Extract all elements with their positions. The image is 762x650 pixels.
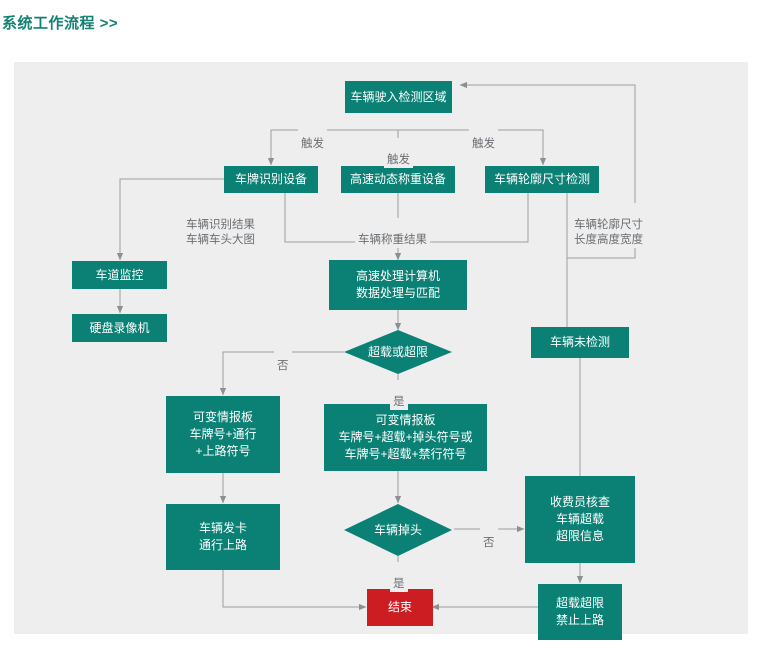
node-label: 超载或超限	[367, 345, 428, 359]
node-end[interactable]: 结束	[367, 589, 433, 626]
page-title: 系统工作流程 >>	[2, 15, 119, 32]
edge-label-uturn-yes: 是	[390, 562, 408, 592]
diamond-shape	[344, 330, 452, 374]
node-label: 高速动态称重设备	[349, 172, 446, 186]
node-label: 车辆未检测	[549, 335, 610, 349]
node-label: 硬盘录像机	[89, 320, 150, 335]
edge-label-weigh-result: 车辆称重结果	[355, 218, 430, 248]
node-outline-dimension[interactable]: 车辆轮廓尺寸检测	[485, 166, 599, 193]
diamond-shape	[344, 504, 452, 556]
node-label: 可变情报板 车牌号+通行 +上路符号	[189, 410, 257, 458]
node-label: 车辆驶入检测区域	[350, 89, 447, 104]
node-plate-recognition[interactable]: 车牌识别设备	[224, 166, 318, 193]
edge-label-plate-result: 车辆识别结果 车辆车头大图	[183, 203, 258, 248]
node-issue-card[interactable]: 车辆发卡 通行上路	[166, 504, 280, 570]
node-label: 结束	[387, 600, 412, 614]
node-label: 可变情报板 车牌号+超载+掉头符号或 车牌号+超载+禁行符号	[338, 413, 473, 461]
edge-label-trigger-left: 触发	[298, 122, 327, 152]
node-uturn-decision[interactable]: 车辆掉头	[344, 504, 452, 556]
node-label: 高速处理计算机 数据处理与匹配	[355, 269, 440, 300]
node-start[interactable]: 车辆驶入检测区域	[345, 81, 452, 113]
node-toll-check[interactable]: 收费员核查 车辆超载 超限信息	[525, 476, 635, 563]
edge-label-outline-result: 车辆轮廓尺寸 长度高度宽度	[571, 203, 646, 248]
node-label: 车辆掉头	[373, 523, 422, 537]
edge-label-trigger-mid: 触发	[384, 138, 413, 168]
node-label: 车道监控	[95, 267, 144, 282]
node-board-overload[interactable]: 可变情报板 车牌号+超载+掉头符号或 车牌号+超载+禁行符号	[324, 404, 487, 471]
node-lane-monitor[interactable]: 车道监控	[72, 261, 167, 289]
node-board-pass[interactable]: 可变情报板 车牌号+通行 +上路符号	[166, 396, 280, 473]
node-label: 超载超限 禁止上路	[555, 596, 604, 627]
node-label: 车辆发卡 通行上路	[198, 521, 247, 552]
node-forbidden[interactable]: 超载超限 禁止上路	[538, 584, 622, 640]
node-dvr[interactable]: 硬盘录像机	[72, 314, 167, 342]
edge-label-trigger-right: 触发	[469, 122, 498, 152]
node-processing-computer[interactable]: 高速处理计算机 数据处理与匹配	[329, 260, 467, 310]
node-vehicle-not-detected[interactable]: 车辆未检测	[531, 327, 629, 358]
flowchart-canvas: left -> board pass --> down -> board ove…	[14, 62, 748, 640]
node-label: 车牌识别设备	[234, 172, 307, 186]
edge-label-overload-no: 否	[274, 344, 292, 374]
edge-label-overload-yes: 是	[390, 380, 408, 410]
edge-label-uturn-no: 否	[480, 521, 498, 551]
node-label: 收费员核查 车辆超载 超限信息	[549, 495, 610, 543]
node-overload-decision[interactable]: 超载或超限	[344, 330, 452, 374]
node-dynamic-weighing[interactable]: 高速动态称重设备	[341, 166, 455, 193]
node-label: 车辆轮廓尺寸检测	[493, 172, 590, 186]
